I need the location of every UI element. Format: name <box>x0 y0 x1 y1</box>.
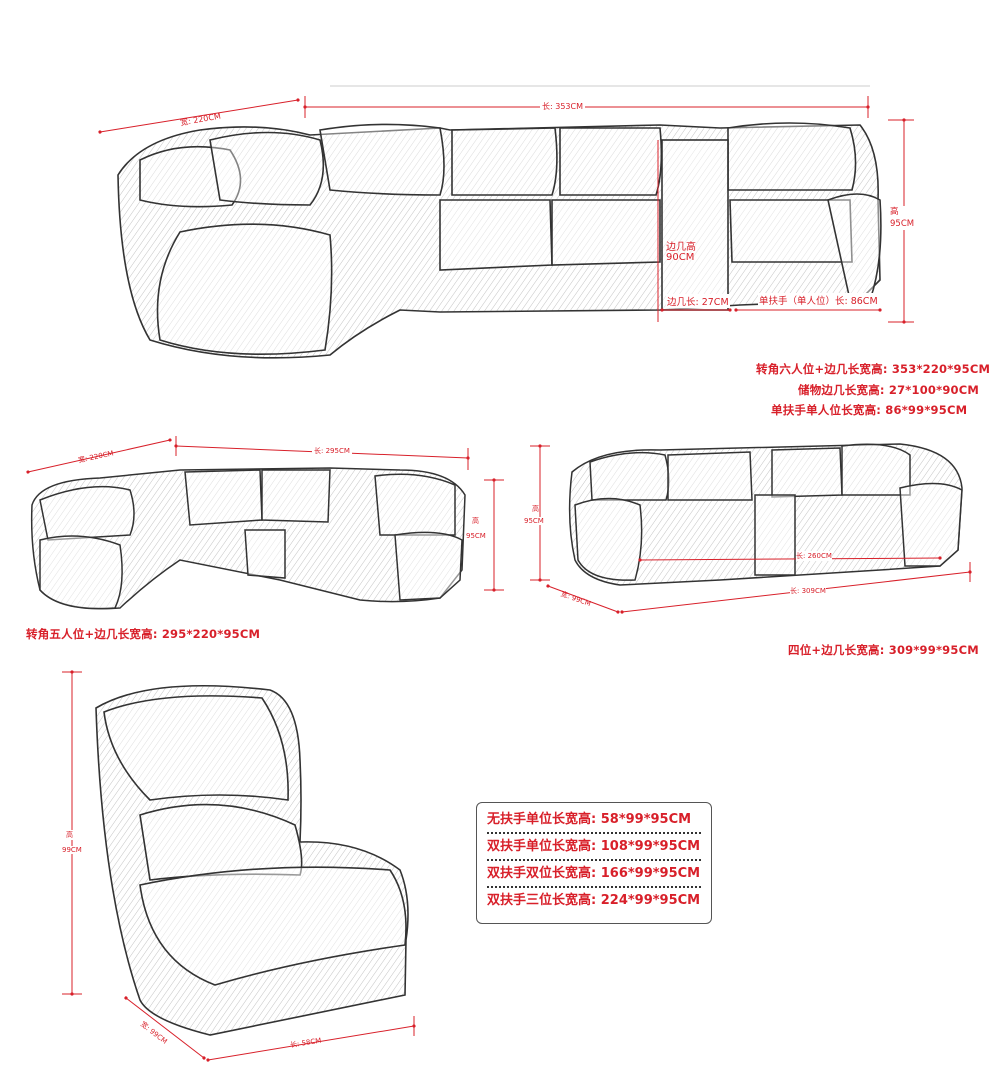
corner-five-length-label: 长: 295CM <box>312 446 352 456</box>
top-spec-2: 储物边几长宽高: 27*100*90CM <box>798 383 980 397</box>
spec-table: 无扶手单位长宽高: 58*99*95CM 双扶手单位长宽高: 108*99*95… <box>476 802 712 924</box>
spec-row-text: 双扶手单位长宽高: 108*99*95CM <box>487 839 701 854</box>
four-seat-height-label-2: 95CM <box>524 517 544 525</box>
top-spec-1: 转角六人位+边几长宽高: 353*220*95CM <box>756 362 990 376</box>
four-seat-height-label-1: 高 <box>532 504 539 514</box>
spec-row: 双扶手单位长宽高: 108*99*95CM <box>487 836 701 861</box>
single-height-label-1: 高 <box>66 830 73 840</box>
four-seat-sofa-sketch <box>568 443 963 586</box>
single-height-label-2: 99CM <box>62 846 82 854</box>
four-seat-inner-length-label: 长: 260CM <box>796 551 832 561</box>
side-table-height-label-1: 边几高 <box>666 242 696 253</box>
corner-five-height-label-1: 高 <box>472 516 479 526</box>
corner-five-seat-sofa-sketch <box>30 467 466 610</box>
side-table-height-label-2: 90CM <box>666 252 695 263</box>
top-length-label: 长: 353CM <box>540 101 585 112</box>
spec-row-text: 双扶手三位长宽高: 224*99*95CM <box>487 893 701 908</box>
side-table-length-label: 边几长: 27CM <box>666 294 730 308</box>
single-arm-length-label: 单扶手（单人位）长: 86CM <box>758 293 879 307</box>
spec-row-text: 双扶手双位长宽高: 166*99*95CM <box>487 866 701 881</box>
four-seat-caption: 四位+边几长宽高: 309*99*95CM <box>788 643 979 657</box>
top-spec-3: 单扶手单人位长宽高: 86*99*95CM <box>771 403 968 417</box>
top-height-label: 高 95CM <box>890 206 915 230</box>
corner-five-caption: 转角五人位+边几长宽高: 295*220*95CM <box>26 627 261 641</box>
corner-five-height-label-2: 95CM <box>466 532 486 540</box>
armless-single-seat-sketch <box>95 684 409 1036</box>
top-sofa-dimension-lines <box>98 96 914 324</box>
spec-row: 双扶手双位长宽高: 166*99*95CM <box>487 863 701 888</box>
spec-row-text: 无扶手单位长宽高: 58*99*95CM <box>487 812 692 827</box>
spec-row: 无扶手单位长宽高: 58*99*95CM <box>487 809 701 834</box>
corner-six-seat-sofa-sketch <box>117 122 882 359</box>
four-seat-length-label: 长: 309CM <box>790 586 826 596</box>
spec-row: 双扶手三位长宽高: 224*99*95CM <box>487 890 701 912</box>
